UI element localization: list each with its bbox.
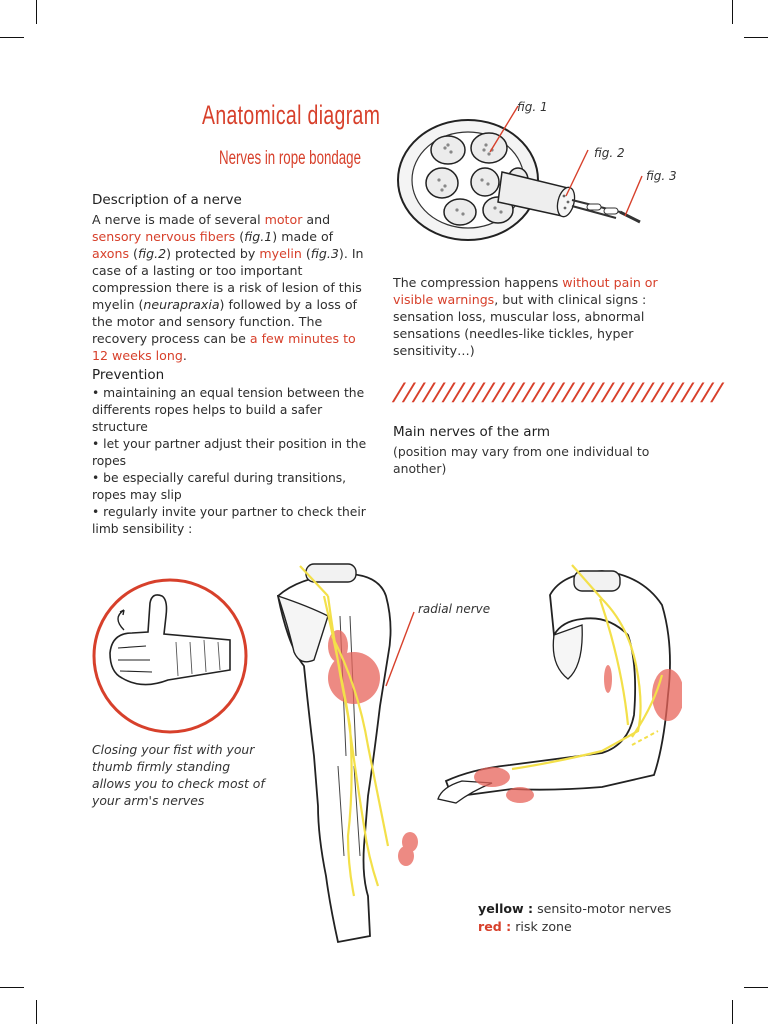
page-subtitle: Nerves in rope bondage — [219, 148, 361, 169]
prevention-heading: Prevention — [92, 367, 165, 383]
crop-mark — [732, 1000, 733, 1024]
main-nerves-heading: Main nerves of the arm — [393, 424, 551, 440]
crop-mark — [36, 1000, 37, 1024]
italic-text: neurapraxia — [143, 297, 220, 312]
description-heading: Description of a nerve — [92, 192, 242, 208]
description-paragraph: A nerve is made of several motor and sen… — [92, 211, 370, 364]
prevention-item: • be especially careful during transitio… — [92, 471, 347, 502]
text-run: ( — [129, 246, 138, 261]
fist-thumb-illustration — [92, 578, 248, 734]
arm-anatomy-straight-illustration — [276, 563, 418, 944]
legend-value-yellow: sensito-motor nerves — [533, 901, 672, 916]
highlight-text: a few minutes to 12 weeks long — [92, 331, 356, 363]
text-run: and — [302, 212, 331, 227]
page-title: Anatomical diagram — [202, 100, 381, 130]
crop-mark — [744, 987, 768, 988]
prevention-item: • regularly invite your partner to check… — [92, 505, 366, 536]
legend-row-yellow: yellow : sensito-motor nerves — [478, 900, 671, 918]
nerve-cross-section-illustration — [390, 100, 680, 260]
text-run: ( — [235, 229, 245, 244]
crop-mark — [36, 0, 37, 24]
text-run: The compression happens — [393, 275, 563, 290]
highlight-text: sensory nervous fibers — [92, 229, 236, 244]
crop-mark — [0, 37, 24, 38]
highlight-text: without pain or visible warnings — [393, 275, 658, 307]
legend-value-red: risk zone — [511, 919, 572, 934]
main-nerves-subtext: (position may vary from one individual t… — [393, 444, 650, 476]
fist-caption: Closing your fist with your thumb firmly… — [92, 742, 265, 808]
italic-text: fig.1 — [244, 229, 273, 244]
legend-key-yellow: yellow : — [478, 901, 534, 916]
radial-nerve-label: radial nerve — [418, 602, 491, 616]
highlight-text: motor — [264, 212, 303, 227]
crop-mark — [0, 987, 24, 988]
text-run: ) made of — [272, 229, 334, 244]
text-run: , but with clinical signs : sensation lo… — [393, 292, 647, 358]
slash-divider: ///////////////////////////////// — [390, 378, 723, 406]
legend-key-red: red : — [478, 919, 512, 934]
text-run: ) protected by — [166, 246, 260, 261]
legend-row-red: red : risk zone — [478, 918, 671, 936]
prevention-list: • maintaining an equal tension between t… — [92, 385, 377, 538]
fig1-label: fig. 1 — [517, 100, 548, 114]
text-run: ). In case of a lasting or too important… — [92, 246, 364, 312]
compression-paragraph: The compression happens without pain or … — [393, 274, 673, 359]
arm-anatomy-bent-illustration — [437, 564, 682, 804]
italic-text: fig.3 — [310, 246, 339, 261]
highlight-text: axons — [92, 246, 130, 261]
text-run: A nerve is made of several — [92, 212, 265, 227]
prevention-item: • let your partner adjust their position… — [92, 437, 367, 468]
text-run: ( — [301, 246, 311, 261]
crop-mark — [732, 0, 733, 24]
prevention-item: • maintaining an equal tension between t… — [92, 386, 365, 434]
color-legend: yellow : sensito-motor nerves red : risk… — [478, 900, 671, 936]
fig3-label: fig. 3 — [646, 169, 677, 183]
highlight-text: myelin — [259, 246, 302, 261]
text-run: . — [182, 348, 187, 363]
crop-mark — [744, 37, 768, 38]
fig2-label: fig. 2 — [594, 146, 625, 160]
italic-text: fig.2 — [137, 246, 167, 261]
text-run: ) followed by a loss of the motor and se… — [92, 297, 357, 346]
radial-nerve-pointer — [385, 611, 415, 687]
